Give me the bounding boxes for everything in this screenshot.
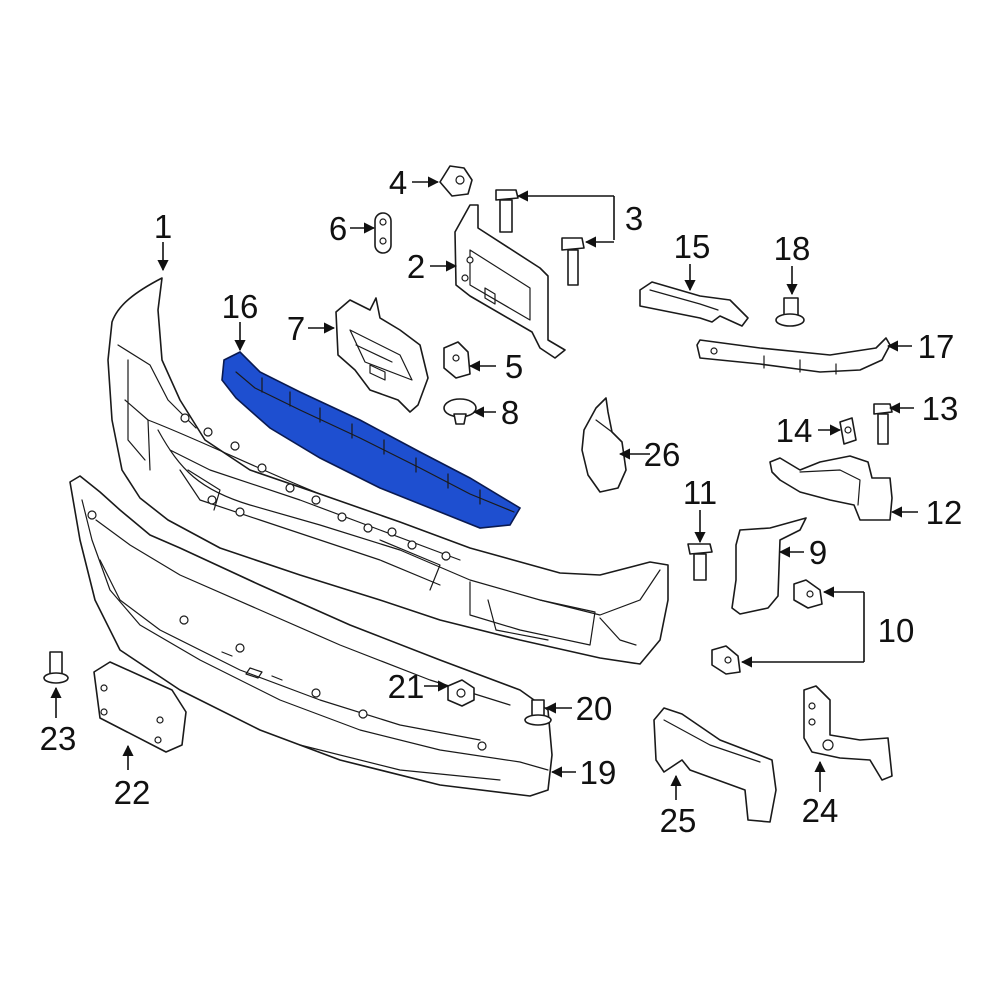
callout-10: 10 bbox=[878, 612, 915, 649]
callout-6: 6 bbox=[329, 210, 347, 247]
callout-23: 23 bbox=[40, 720, 77, 757]
part-19-lower-valance bbox=[69, 475, 553, 797]
callout-11: 11 bbox=[683, 474, 717, 511]
part-6-retainer bbox=[374, 212, 392, 254]
part-10-clip-lower bbox=[711, 645, 741, 675]
callout-22: 22 bbox=[114, 774, 151, 811]
callout-1: 1 bbox=[154, 208, 172, 245]
callout-18: 18 bbox=[774, 230, 811, 267]
part-11-bolt bbox=[687, 543, 713, 581]
callout-19: 19 bbox=[580, 754, 617, 791]
callout-4: 4 bbox=[389, 164, 407, 201]
callout-13: 13 bbox=[922, 390, 959, 427]
callout-3: 3 bbox=[625, 200, 643, 237]
callout-24: 24 bbox=[802, 792, 839, 829]
part-9-bracket bbox=[731, 517, 807, 615]
bumper-holes bbox=[180, 413, 451, 561]
part-21-nut bbox=[447, 679, 475, 707]
part-12-bracket bbox=[769, 455, 893, 521]
part-25-bracket bbox=[653, 707, 777, 823]
part-24-bracket bbox=[803, 685, 893, 781]
part-7-bracket bbox=[335, 297, 429, 413]
part-26-trim bbox=[581, 397, 627, 493]
callout-2: 2 bbox=[407, 248, 425, 285]
part-5-clip bbox=[443, 341, 471, 379]
callout-15: 15 bbox=[674, 228, 711, 265]
leader-lines bbox=[50, 176, 918, 800]
part-4-clip bbox=[439, 165, 473, 197]
callout-9: 9 bbox=[809, 534, 827, 571]
part-15-bracket bbox=[639, 281, 749, 327]
callout-20: 20 bbox=[576, 690, 613, 727]
callout-7: 7 bbox=[287, 310, 305, 347]
callout-21: 21 bbox=[388, 668, 425, 705]
part-10-clip-upper bbox=[793, 579, 823, 609]
callout-labels: 1 2 3 4 5 6 7 8 9 10 11 12 13 14 15 16 1… bbox=[40, 164, 963, 839]
part-14-clip bbox=[839, 417, 857, 445]
part-13-bolt bbox=[873, 403, 893, 445]
part-22-bracket bbox=[93, 661, 187, 753]
part-2-bracket bbox=[454, 204, 566, 359]
callout-5: 5 bbox=[505, 348, 523, 385]
part-20-bolt bbox=[524, 699, 552, 726]
part-3-bolt-a bbox=[495, 189, 519, 233]
callout-12: 12 bbox=[926, 494, 963, 531]
part-16-upper-cover-highlighted bbox=[221, 351, 522, 529]
callout-17: 17 bbox=[918, 328, 955, 365]
callout-16: 16 bbox=[222, 288, 259, 325]
part-3-bolt-b bbox=[561, 237, 585, 286]
callout-14: 14 bbox=[776, 412, 813, 449]
callout-8: 8 bbox=[501, 394, 519, 431]
part-23-bolt bbox=[43, 651, 69, 684]
part-18-bolt bbox=[775, 297, 805, 327]
callout-26: 26 bbox=[644, 436, 681, 473]
part-8-push-pin bbox=[443, 398, 477, 425]
part-1-bumper-face-bar bbox=[107, 277, 669, 665]
callout-25: 25 bbox=[660, 802, 697, 839]
part-17-reinforcement bbox=[696, 337, 891, 375]
